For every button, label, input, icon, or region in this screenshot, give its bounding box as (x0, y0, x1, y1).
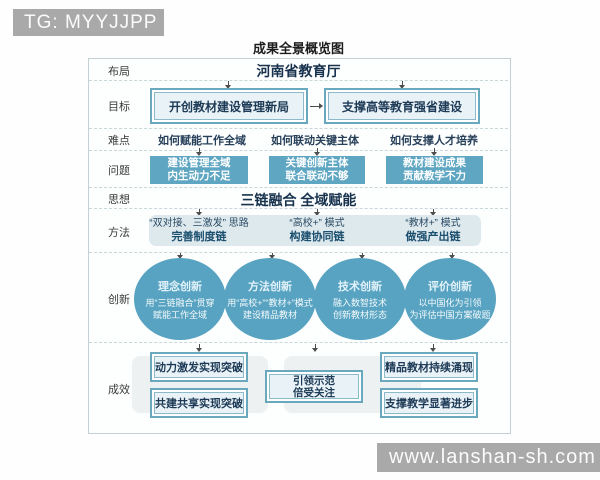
method-band (149, 215, 481, 246)
problem-box-3-line1: 教材建设成果 (403, 157, 466, 169)
goal-box-2-label: 支撑高等教育强省建设 (328, 92, 476, 120)
result-box-left-1-label: 动力激发实现突破 (154, 356, 244, 378)
right-arrow-icon (310, 103, 323, 109)
problem-box-1: 建设管理全域 内生动力不足 (150, 156, 248, 184)
down-arrow-icon (431, 148, 437, 156)
down-arrow-icon (196, 148, 202, 156)
down-arrow-icon (196, 209, 202, 216)
result-box-right-1-label: 精品教材持续涌现 (384, 356, 474, 378)
result-box-center-line1: 引领示范 (293, 374, 335, 387)
row-divider (89, 342, 508, 343)
difficulty-item-3: 如何支撑人才培养 (390, 135, 478, 147)
innovation-ellipse-1-line2: 赋能工作全域 (152, 309, 207, 320)
row-divider (89, 252, 508, 253)
row-label-idea: 思想 (108, 194, 130, 206)
row-label-layout: 布局 (108, 66, 130, 78)
problem-box-2-line2: 联合联动不够 (285, 170, 349, 182)
row-label-difficulty: 难点 (108, 135, 130, 147)
innovation-ellipse-3-line2: 创新教材形态 (332, 309, 387, 320)
diagram-title: 成果全景概览图 (252, 41, 344, 56)
innovation-ellipse-3-title: 技术创新 (338, 280, 382, 293)
innovation-ellipse-1-line1: 用“三链融合”贯穿 (145, 297, 215, 308)
row-label-goal: 目标 (108, 101, 130, 113)
down-arrow-icon (359, 253, 365, 259)
innovation-ellipse-2-line2: 建设精品教材 (242, 309, 297, 320)
method-item-2-line1: “高校+” 模式 (289, 218, 345, 229)
innovation-ellipse-4-title: 评价创新 (428, 280, 472, 293)
method-item-3-line2: 做强产出链 (405, 231, 461, 243)
innovation-ellipse-2: 方法创新 用“高校+”“教材+”模式 建设精品教材 (224, 258, 316, 340)
result-box-right-2: 支撑教学显著进步 (380, 388, 478, 418)
innovation-ellipse-2-line1: 用“高校+”“教材+”模式 (227, 297, 313, 308)
tg-watermark-badge: TG: MYYJJPP (13, 9, 164, 36)
down-arrow-icon (269, 253, 275, 259)
problem-box-1-line2: 内生动力不足 (167, 170, 231, 182)
method-item-3-line1: “教材+” 模式 (405, 218, 461, 229)
down-arrow-icon (449, 253, 455, 259)
result-box-right-1: 精品教材持续涌现 (380, 352, 478, 382)
innovation-ellipse-4: 评价创新 以中国化为引领 为评估中国方案破题 (404, 258, 496, 340)
method-item-2-line2: 构建协同链 (289, 231, 345, 243)
problem-box-2: 关键创新主体 联合联动不够 (269, 156, 365, 184)
row-divider (89, 187, 508, 188)
site-watermark-badge: www.lanshan-sh.com (377, 443, 600, 472)
result-box-left-2: 共建共享实现突破 (150, 388, 248, 418)
down-arrow-icon (196, 344, 202, 352)
innovation-ellipse-1: 理念创新 用“三链融合”贯穿 赋能工作全域 (134, 258, 226, 340)
goal-box-1: 开创教材建设管理新局 (150, 88, 308, 124)
result-box-right-2-label: 支撑教学显著进步 (384, 392, 474, 414)
innovation-ellipse-4-line1: 以中国化为引领 (418, 297, 482, 308)
method-item-1: “双对接、三激发” 思路 完善制度链 (129, 217, 269, 244)
goal-box-2: 支撑高等教育强省建设 (324, 88, 480, 124)
result-box-left-1: 动力激发实现突破 (150, 352, 248, 382)
down-arrow-icon (430, 344, 436, 352)
row-divider (89, 208, 508, 209)
result-box-center-line2: 倍受关注 (293, 386, 335, 399)
down-arrow-icon (225, 81, 231, 89)
result-box-left-2-label: 共建共享实现突破 (154, 392, 244, 414)
innovation-ellipse-2-title: 方法创新 (248, 280, 292, 293)
problem-box-2-line1: 关键创新主体 (285, 157, 349, 169)
difficulty-item-1: 如何赋能工作全域 (158, 135, 246, 147)
down-arrow-icon (314, 148, 320, 156)
problem-box-3: 教材建设成果 贡献教学不力 (386, 156, 483, 184)
row-label-method: 方法 (108, 227, 130, 239)
down-arrow-icon (399, 81, 405, 89)
method-item-3: “教材+” 模式 做强产出链 (363, 217, 503, 244)
goal-box-1-label: 开创教材建设管理新局 (154, 92, 304, 120)
down-arrow-icon (430, 209, 436, 216)
row-label-problem: 问题 (108, 165, 130, 177)
innovation-ellipse-1-title: 理念创新 (158, 280, 202, 293)
row-divider (89, 128, 508, 129)
innovation-ellipse-3: 技术创新 融入数智技术 创新教材形态 (314, 258, 406, 340)
difficulty-item-2: 如何联动关键主体 (271, 135, 359, 147)
idea-slogan: 三链融合 全域赋能 (240, 192, 357, 208)
problem-box-1-line1: 建设管理全域 (167, 157, 231, 169)
problem-box-3-line2: 贡献教学不力 (403, 170, 466, 182)
row-label-innovation: 创新 (108, 294, 130, 306)
down-arrow-icon (314, 209, 320, 216)
innovation-ellipse-4-line2: 为评估中国方案破题 (409, 309, 491, 320)
result-box-center: 引领示范 倍受关注 (265, 370, 363, 403)
method-item-2: “高校+” 模式 构建协同链 (247, 217, 387, 244)
innovation-ellipse-3-line1: 融入数智技术 (332, 297, 387, 308)
row-divider (89, 150, 508, 151)
method-item-1-line2: 完善制度链 (171, 231, 227, 243)
method-item-1-line1: “双对接、三激发” 思路 (149, 218, 249, 229)
layout-org-title: 河南省教育厅 (256, 63, 341, 79)
down-arrow-icon (177, 253, 183, 259)
down-arrow-icon (312, 344, 318, 352)
row-divider (89, 80, 508, 81)
row-label-result: 成效 (108, 384, 130, 396)
